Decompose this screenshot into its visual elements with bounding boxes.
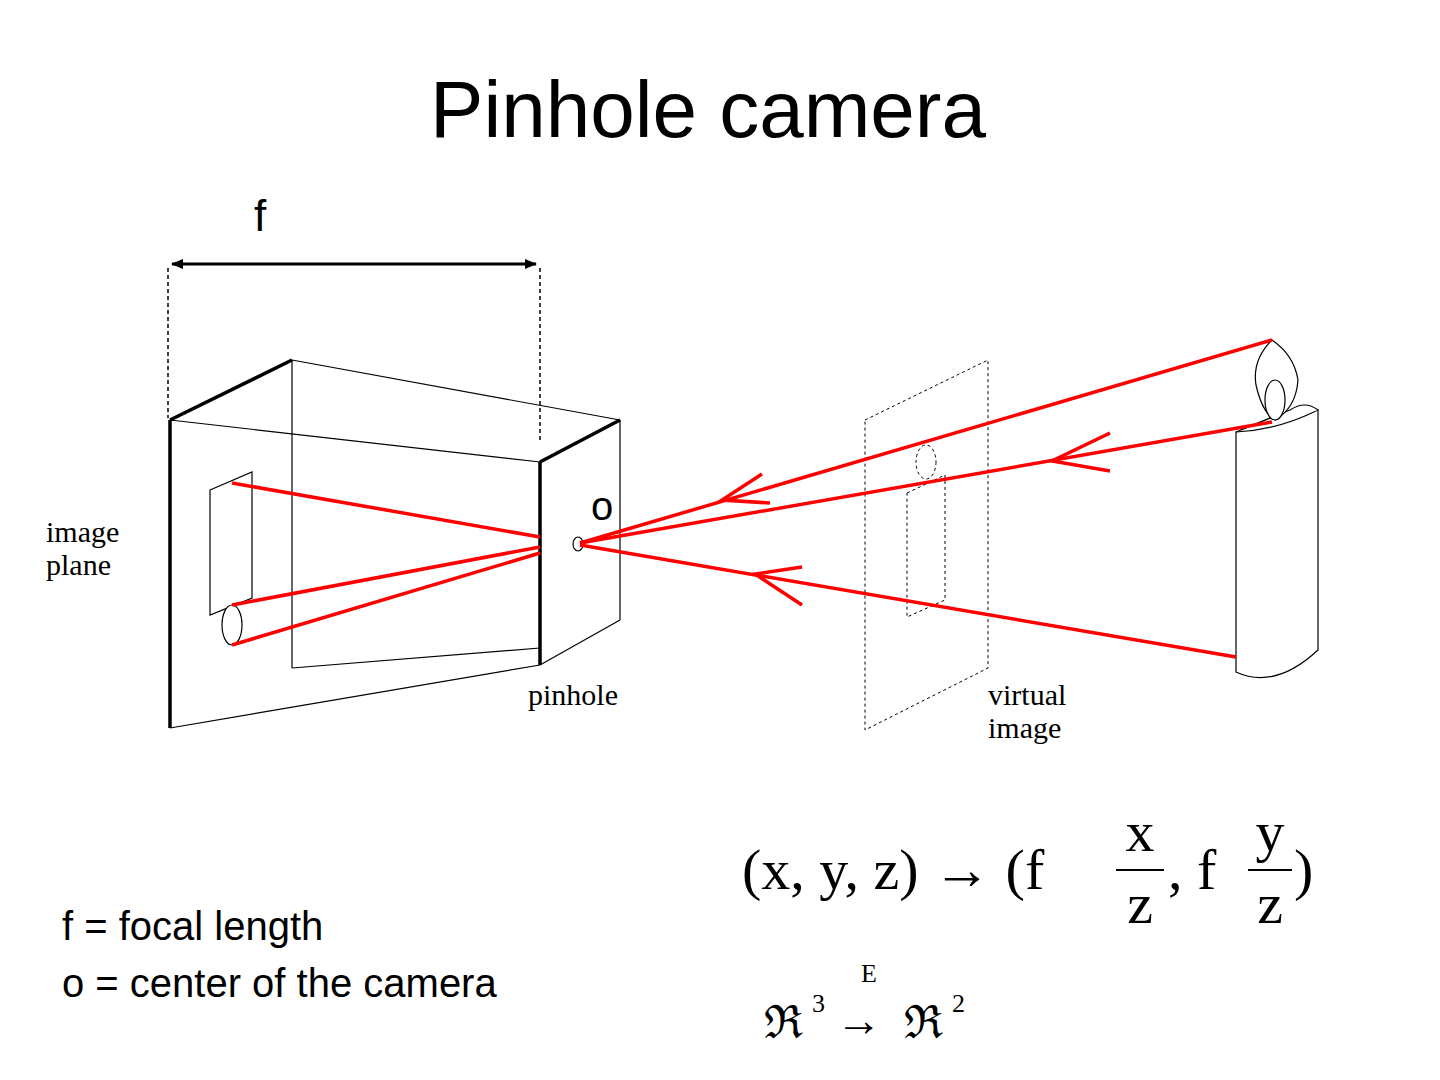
mapping-text: ℜ	[764, 998, 803, 1049]
part-label: image plane	[46, 515, 156, 581]
mapping-text: ℜ	[904, 998, 943, 1049]
part-label: pinhole	[528, 678, 618, 711]
note-text: f = focal length	[62, 904, 323, 948]
dimension-label: f	[254, 192, 266, 240]
mapping-text: 2	[952, 990, 965, 1019]
dimension-leader	[167, 268, 169, 418]
light-ray	[232, 340, 1272, 657]
mapping-text: 3	[812, 990, 825, 1019]
dimension-arrow	[172, 263, 536, 266]
fraction-bar	[1116, 869, 1164, 871]
part-label: virtual image	[988, 678, 1098, 744]
formula-text: , f	[1168, 838, 1216, 902]
mapping-label: E	[861, 960, 877, 989]
note-text: o = center of the camera	[62, 961, 497, 1005]
diagram-title: Pinhole camera	[430, 66, 986, 154]
dimension-leader	[539, 268, 541, 442]
formula-text: z	[1257, 872, 1283, 936]
virtual-image-plane	[865, 360, 988, 730]
camera-box	[170, 360, 620, 728]
fraction-bar	[1248, 869, 1292, 871]
formula-text: (x, y, z) → (f	[742, 838, 1044, 902]
formula-text: )	[1294, 838, 1313, 902]
formula-text: y	[1256, 800, 1285, 864]
formula-text: z	[1127, 872, 1153, 936]
candle-object	[1236, 340, 1318, 678]
formula-text: x	[1126, 800, 1155, 864]
mapping-text: →	[836, 996, 882, 1047]
point-label: o	[591, 484, 613, 528]
